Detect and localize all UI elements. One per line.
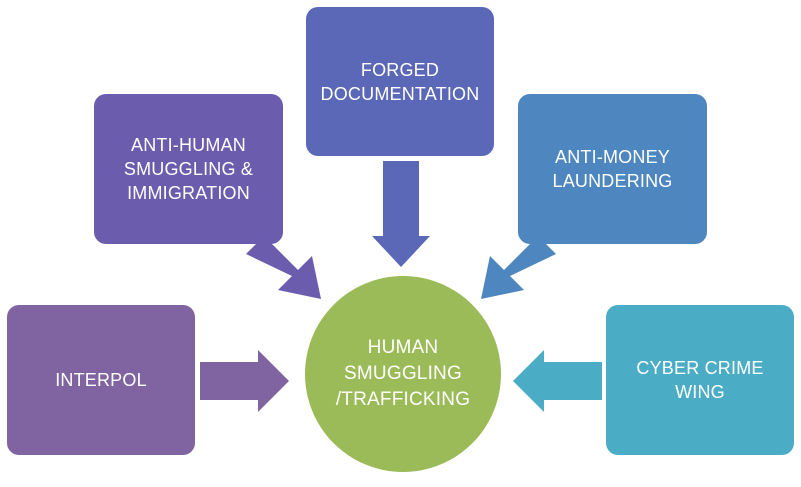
node-anti-human-smuggling: ANTI-HUMAN SMUGGLING & IMMIGRATION xyxy=(94,94,283,244)
arrow-interpol-to-center xyxy=(200,350,289,412)
center-human-smuggling-trafficking: HUMAN SMUGGLING /TRAFFICKING xyxy=(305,276,501,472)
node-anti-money-laundering: ANTI-MONEY LAUNDERING xyxy=(518,94,707,244)
arrow-antimoney-to-center xyxy=(481,236,556,299)
arrow-cyber-to-center xyxy=(513,350,602,412)
node-cyber-crime-wing: CYBER CRIME WING xyxy=(606,305,794,455)
arrow-forged-to-center xyxy=(372,161,430,267)
arrow-antihuman-to-center xyxy=(246,236,321,299)
node-interpol: INTERPOL xyxy=(7,305,195,455)
node-forged-documentation: FORGED DOCUMENTATION xyxy=(306,7,494,156)
